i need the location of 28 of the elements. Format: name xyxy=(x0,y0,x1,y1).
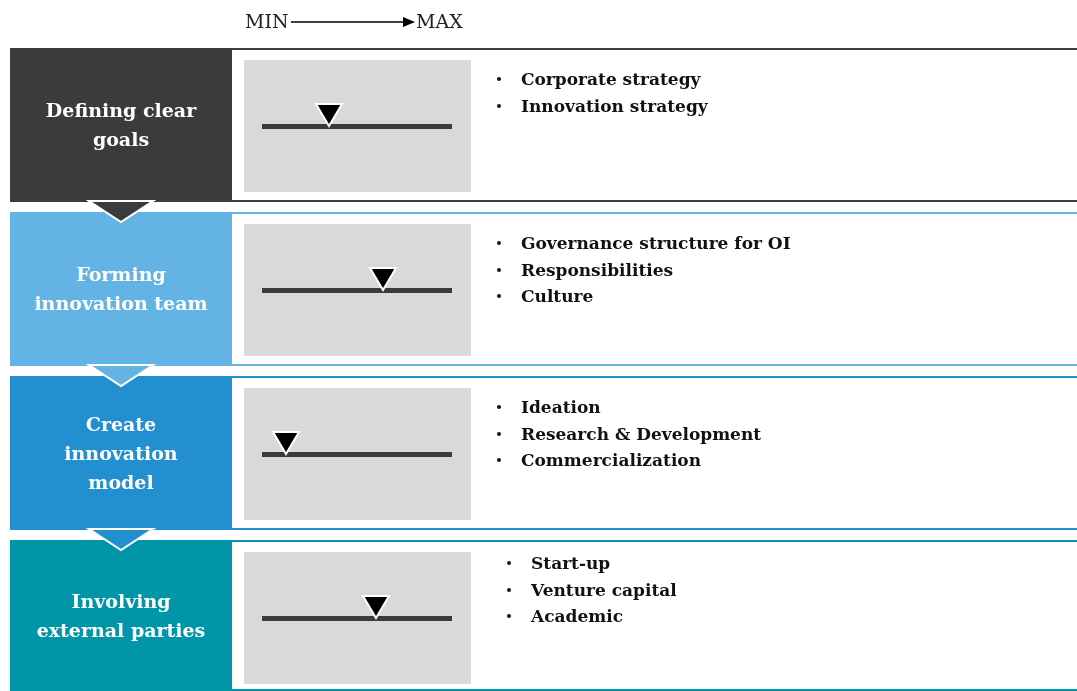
chevron-arrow xyxy=(85,200,157,224)
bullet-item: Academic xyxy=(531,606,624,626)
stage-title: Involving external parties xyxy=(35,588,207,643)
chevron-arrow xyxy=(85,364,157,388)
detail-panel xyxy=(232,376,1077,530)
stage-box xyxy=(10,540,232,691)
bullet-item: Corporate strategy xyxy=(521,69,701,89)
chevron-arrow xyxy=(85,528,157,552)
bullet-item: Commercialization xyxy=(521,450,702,470)
bullet-item: Venture capital xyxy=(531,579,677,600)
bullet-item: Responsibilities xyxy=(521,259,674,280)
bullet-item: Start-up xyxy=(531,553,611,573)
detail-panel xyxy=(232,540,1077,691)
stage-title: Forming innovation team xyxy=(33,262,209,316)
bullet-item: Culture xyxy=(521,286,594,306)
stage-box xyxy=(10,376,232,530)
bullet-item: Research & Development xyxy=(521,423,762,444)
bullet-item: Ideation xyxy=(521,397,601,417)
detail-panel xyxy=(232,212,1077,366)
bullet-item: Governance structure for OI xyxy=(521,233,791,253)
stage-title: Create innovation model xyxy=(63,411,179,495)
scale-min-label: MIN xyxy=(245,10,289,32)
stage-box xyxy=(10,212,232,366)
stage-title: Defining clear goals xyxy=(44,98,198,152)
scale-max-label: MAX xyxy=(416,10,463,32)
stage-box xyxy=(10,48,232,202)
detail-panel xyxy=(232,48,1077,202)
bullet-item: Innovation strategy xyxy=(521,95,708,116)
